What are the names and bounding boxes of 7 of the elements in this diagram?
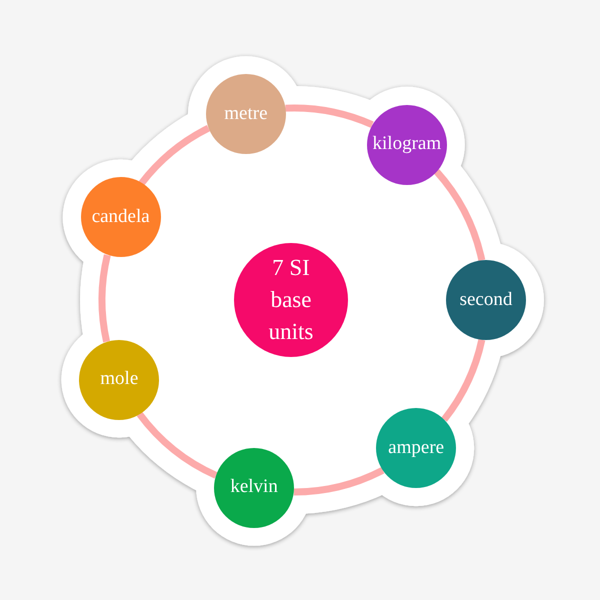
ring-arc [441, 338, 486, 422]
ring-arc [138, 125, 210, 186]
ring-arc [98, 254, 111, 342]
ring-arc [285, 104, 374, 128]
ring-arc [294, 467, 384, 496]
ring-arc [434, 169, 486, 262]
ring-arc [136, 412, 218, 479]
